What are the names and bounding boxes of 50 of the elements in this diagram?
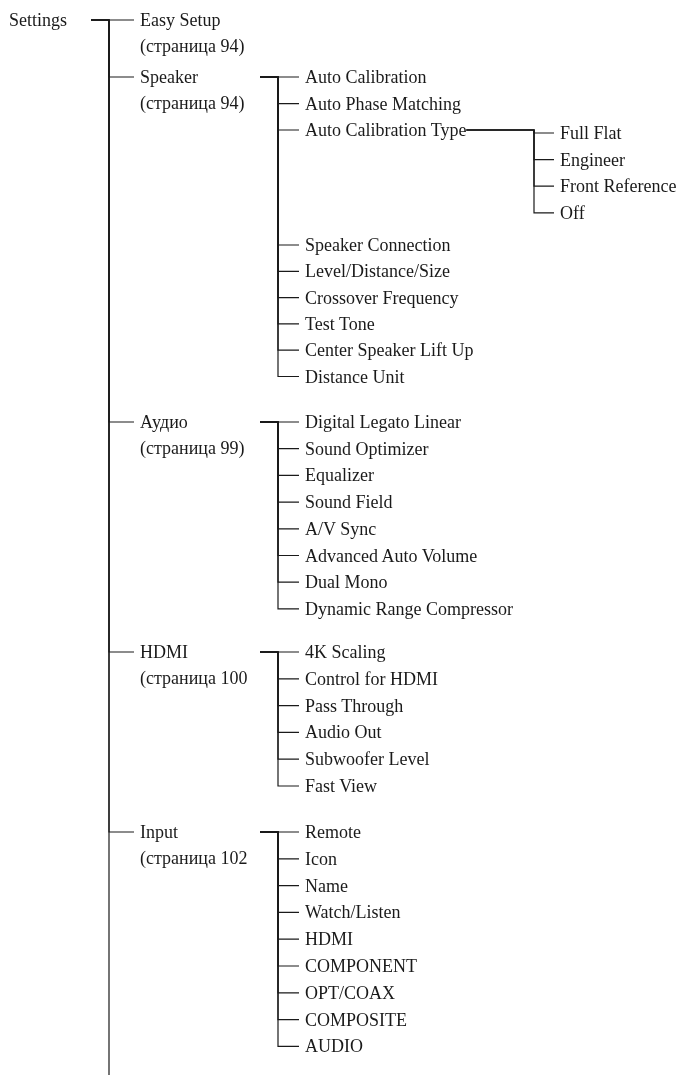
item-label: Speaker bbox=[140, 66, 198, 89]
page-reference: (страница 102 bbox=[140, 847, 248, 870]
tree-connector bbox=[465, 129, 555, 214]
item-label: Full Flat bbox=[560, 122, 622, 145]
item-label: Remote bbox=[305, 821, 361, 844]
item-label: HDMI bbox=[140, 641, 188, 664]
item-label: Fast View bbox=[305, 775, 378, 798]
item-label: Test Tone bbox=[305, 312, 375, 336]
tree-connector bbox=[90, 19, 110, 1075]
item-label: Watch/Listen bbox=[305, 901, 401, 925]
item-label: Distance Unit bbox=[305, 365, 405, 389]
item-label: Speaker Connection bbox=[305, 234, 451, 257]
item-label: 4K Scaling bbox=[305, 641, 386, 664]
item-label: COMPONENT bbox=[305, 955, 417, 978]
item-label: Auto Phase Matching bbox=[305, 92, 461, 116]
item-label: Digital Legato Linear bbox=[305, 411, 461, 434]
page-reference: (страница 100 bbox=[140, 667, 248, 690]
item-label: Settings bbox=[9, 9, 67, 32]
item-label: Engineer bbox=[560, 148, 625, 172]
item-label: Easy Setup bbox=[140, 9, 221, 32]
page-reference: (страница 94) bbox=[140, 92, 245, 115]
page-reference: (страница 99) bbox=[140, 437, 245, 460]
item-label: Auto Calibration bbox=[305, 66, 427, 89]
item-label: Front Reference bbox=[560, 175, 677, 199]
item-label: Subwoofer Level bbox=[305, 748, 430, 772]
item-label: COMPOSITE bbox=[305, 1008, 407, 1032]
item-label: Input bbox=[140, 821, 178, 844]
item-label: Equalizer bbox=[305, 464, 374, 488]
tree-connector bbox=[259, 651, 300, 787]
item-label: Sound Field bbox=[305, 491, 393, 515]
item-label: Level/Distance/Size bbox=[305, 260, 450, 284]
item-label: Dual Mono bbox=[305, 571, 388, 595]
item-label: Name bbox=[305, 874, 348, 898]
item-label: Pass Through bbox=[305, 694, 404, 718]
item-label: Auto Calibration Type bbox=[305, 119, 467, 142]
item-label: Dynamic Range Compressor bbox=[305, 597, 513, 621]
item-label: Center Speaker Lift Up bbox=[305, 339, 474, 363]
item-label: HDMI bbox=[305, 928, 353, 952]
item-label: OPT/COAX bbox=[305, 981, 395, 1005]
item-label: AUDIO bbox=[305, 1035, 363, 1059]
item-label: Icon bbox=[305, 847, 337, 871]
item-label: Control for HDMI bbox=[305, 667, 438, 691]
item-label: Advanced Auto Volume bbox=[305, 544, 478, 568]
item-label: Аудио bbox=[140, 411, 188, 434]
item-label: Sound Optimizer bbox=[305, 437, 429, 461]
item-label: Crossover Frequency bbox=[305, 286, 459, 310]
item-label: Off bbox=[560, 201, 585, 225]
item-label: Audio Out bbox=[305, 721, 382, 745]
item-label: A/V Sync bbox=[305, 517, 377, 541]
page-reference: (страница 94) bbox=[140, 35, 245, 58]
